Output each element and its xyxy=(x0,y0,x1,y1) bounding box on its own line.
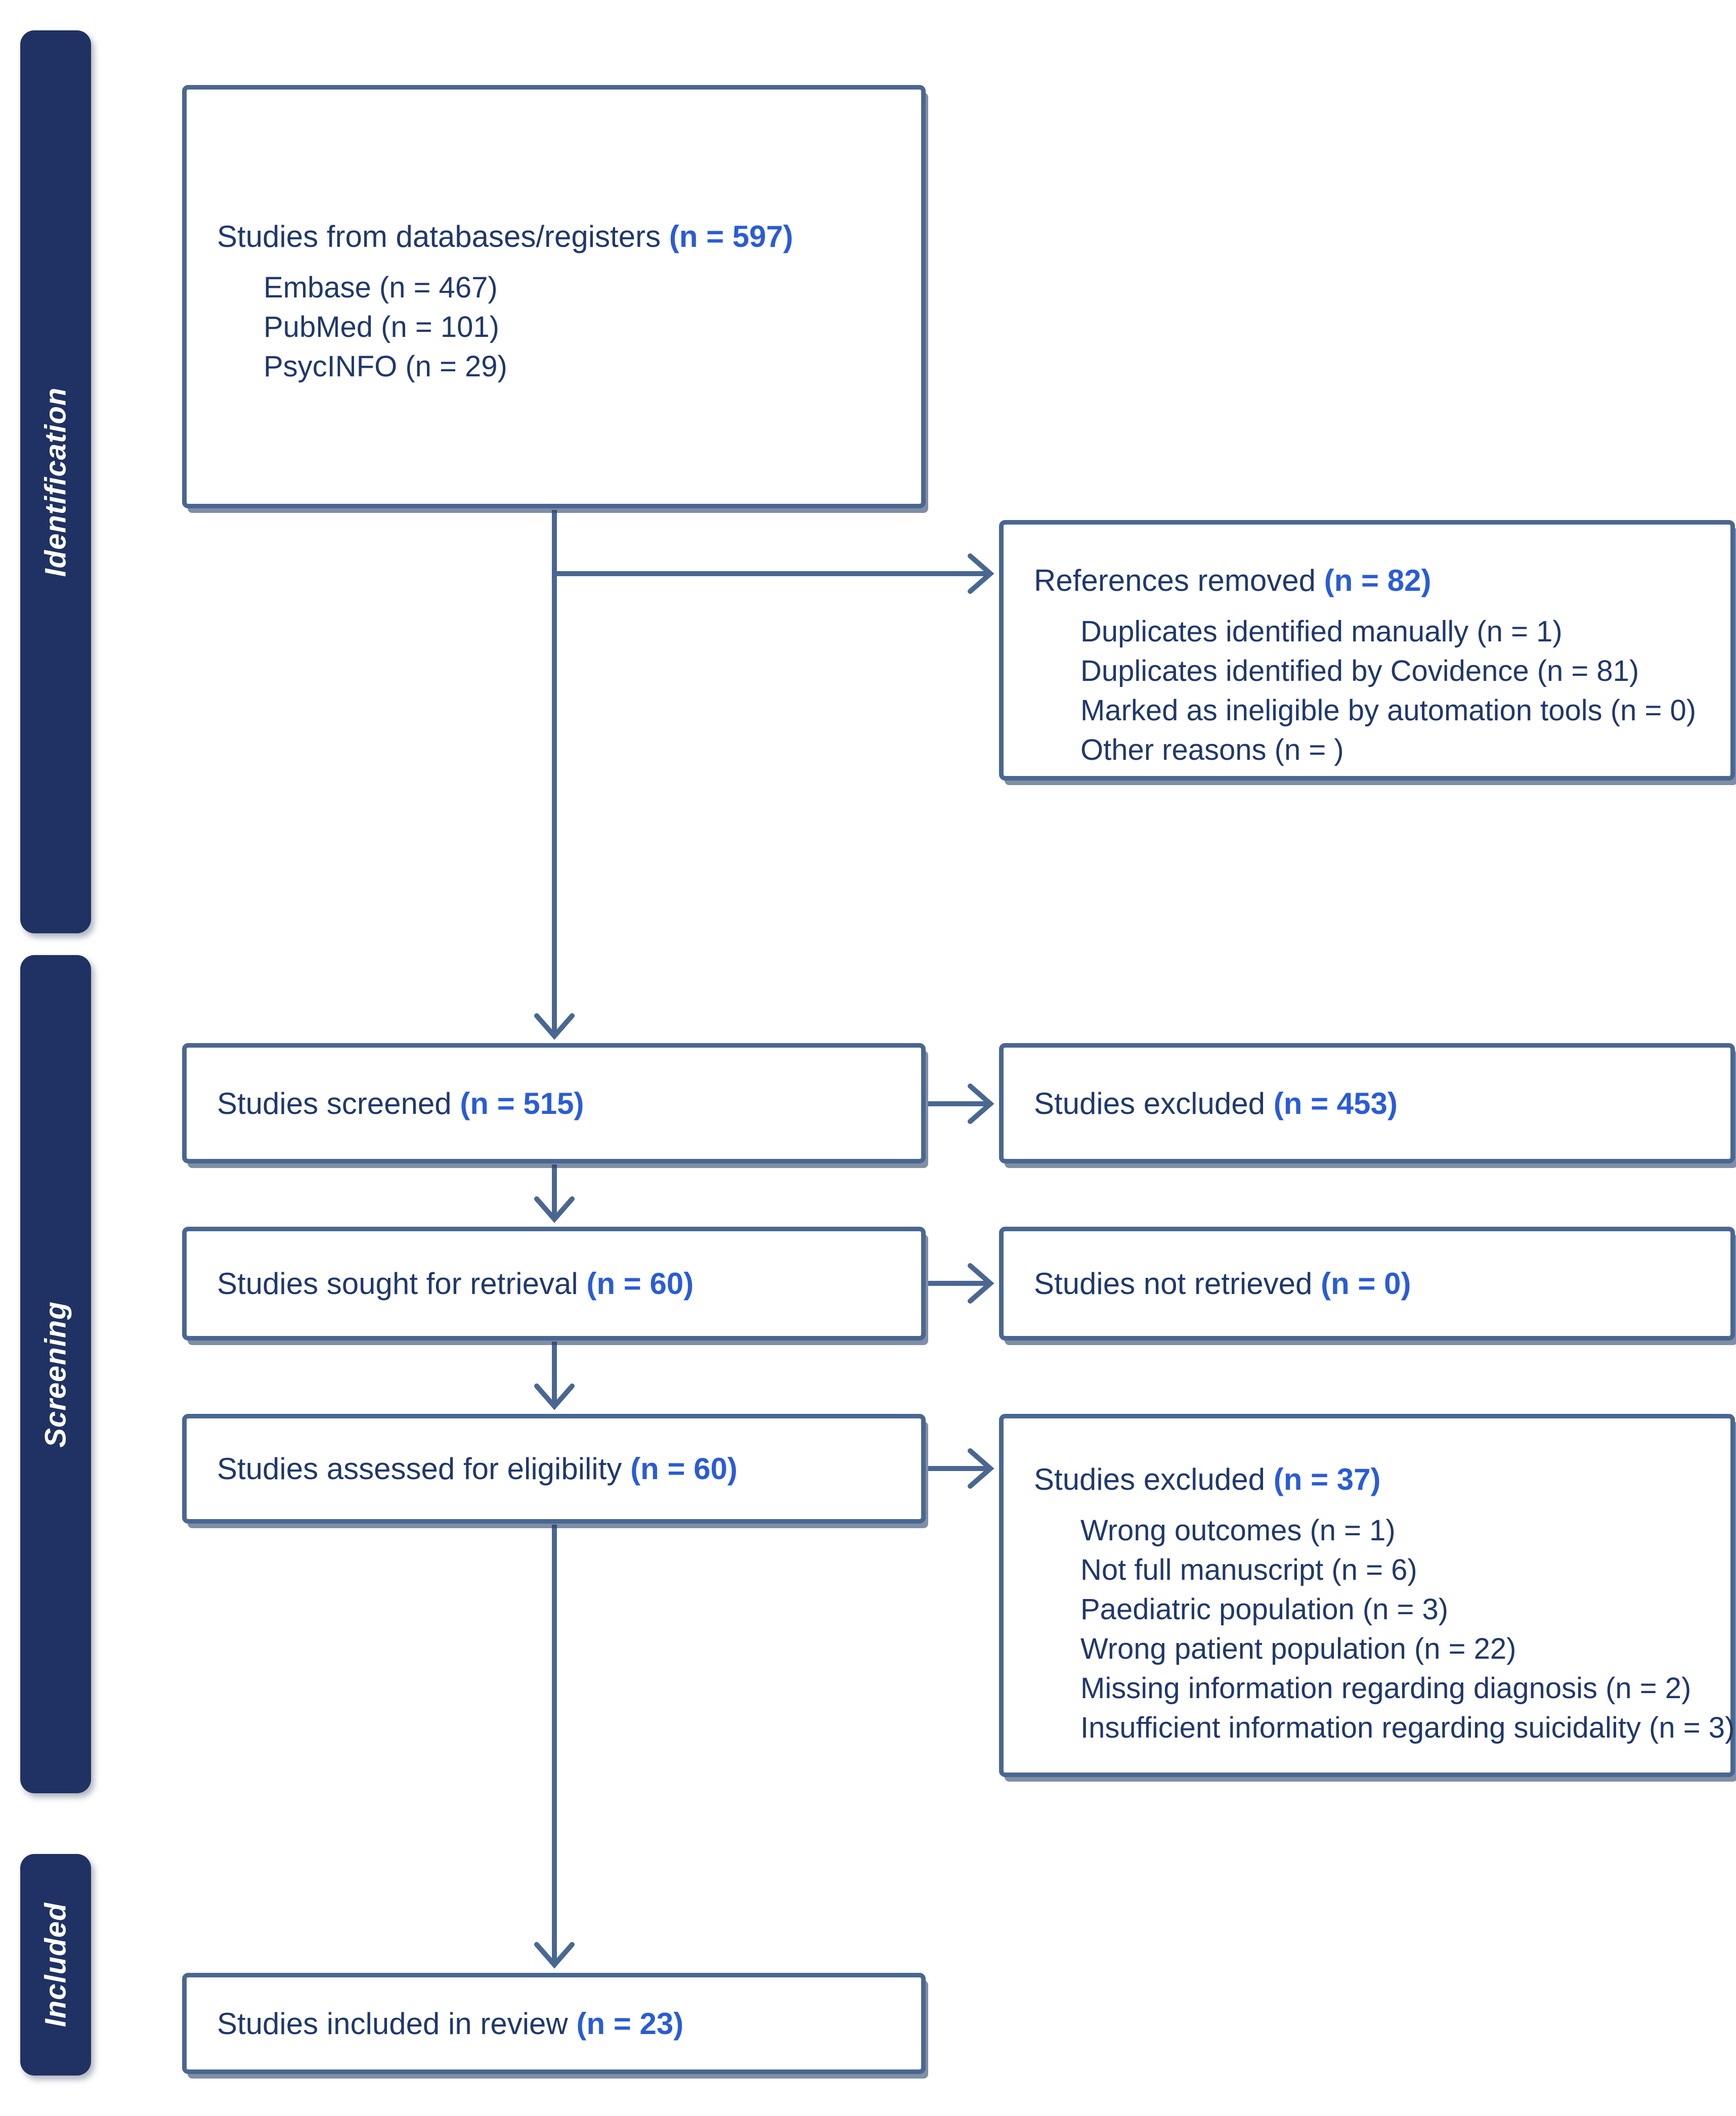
database-list: Embase (n = 467) PubMed (n = 101) PsycIN… xyxy=(217,268,906,386)
references-removed-box: References removed(n = 82) Duplicates id… xyxy=(999,520,1735,781)
studies-sought-box: Studies sought for retrieval(n = 60) xyxy=(182,1227,926,1341)
box-label: Studies included in review xyxy=(217,2006,568,2041)
box-title: Studies screened(n = 515) xyxy=(217,1086,584,1121)
box-label: Studies screened xyxy=(217,1086,452,1120)
list-item: Insufficient information regarding suici… xyxy=(1080,1711,1735,1744)
studies-screened-box: Studies screened(n = 515) xyxy=(182,1043,926,1163)
box-label: Studies not retrieved xyxy=(1034,1267,1313,1301)
stage-label-included: Included xyxy=(39,1902,72,2027)
removal-reason-list: Duplicates identified manually (n = 1) D… xyxy=(1034,612,1715,770)
list-item: Wrong outcomes (n = 1) xyxy=(1080,1514,1396,1547)
studies-included-box: Studies included in review(n = 23) xyxy=(182,1973,926,2074)
list-item: PsycINFO (n = 29) xyxy=(264,350,507,383)
box-title: Studies excluded(n = 37) xyxy=(1034,1462,1715,1497)
box-title: References removed(n = 82) xyxy=(1034,563,1715,598)
list-item: Other reasons (n = ) xyxy=(1080,733,1344,766)
box-count: (n = 0) xyxy=(1321,1267,1411,1301)
box-count: (n = 60) xyxy=(586,1267,694,1301)
list-item: Marked as ineligible by automation tools… xyxy=(1080,694,1697,727)
list-item: Duplicates identified by Covidence (n = … xyxy=(1080,655,1639,687)
box-title: Studies assessed for eligibility(n = 60) xyxy=(217,1451,737,1486)
list-item: PubMed (n = 101) xyxy=(264,311,499,343)
box-label: Studies excluded xyxy=(1034,1462,1265,1496)
list-item: Wrong patient population (n = 22) xyxy=(1080,1632,1516,1665)
box-count: (n = 82) xyxy=(1324,564,1431,597)
exclusion-reason-list: Wrong outcomes (n = 1) Not full manuscri… xyxy=(1034,1511,1735,1748)
studies-from-databases-box: Studies from databases/registers(n = 597… xyxy=(182,85,926,508)
stage-bar-identification: Identification xyxy=(20,30,91,933)
list-item: Not full manuscript (n = 6) xyxy=(1080,1553,1417,1586)
list-item: Embase (n = 467) xyxy=(264,271,498,304)
box-count: (n = 60) xyxy=(630,1452,737,1486)
box-title: Studies not retrieved(n = 0) xyxy=(1034,1266,1411,1301)
box-title: Studies sought for retrieval(n = 60) xyxy=(217,1266,693,1301)
box-label: Studies sought for retrieval xyxy=(217,1267,578,1301)
list-item: Missing information regarding diagnosis … xyxy=(1080,1672,1691,1705)
box-count: (n = 515) xyxy=(460,1086,584,1120)
studies-not-retrieved-box: Studies not retrieved(n = 0) xyxy=(999,1227,1735,1341)
list-item: Paediatric population (n = 3) xyxy=(1080,1593,1449,1626)
box-label: Studies from databases/registers xyxy=(217,220,661,253)
box-title: Studies excluded(n = 453) xyxy=(1034,1086,1398,1121)
studies-excluded-eligibility-box: Studies excluded(n = 37) Wrong outcomes … xyxy=(999,1414,1735,1777)
box-label: References removed xyxy=(1034,564,1316,597)
stage-bar-included: Included xyxy=(20,1854,91,2076)
box-title: Studies included in review(n = 23) xyxy=(217,2006,683,2041)
box-count: (n = 23) xyxy=(576,2006,684,2041)
box-count: (n = 597) xyxy=(669,220,793,253)
box-count: (n = 37) xyxy=(1273,1462,1381,1496)
box-label: Studies assessed for eligibility xyxy=(217,1452,622,1486)
box-title: Studies from databases/registers(n = 597… xyxy=(217,219,906,254)
studies-assessed-box: Studies assessed for eligibility(n = 60) xyxy=(182,1414,926,1524)
studies-excluded-screening-box: Studies excluded(n = 453) xyxy=(999,1043,1735,1163)
box-count: (n = 453) xyxy=(1273,1086,1398,1120)
list-item: Duplicates identified manually (n = 1) xyxy=(1080,615,1563,648)
stage-label-screening: Screening xyxy=(39,1301,72,1448)
stage-label-identification: Identification xyxy=(39,387,72,577)
stage-bar-screening: Screening xyxy=(20,955,91,1793)
box-label: Studies excluded xyxy=(1034,1086,1265,1120)
